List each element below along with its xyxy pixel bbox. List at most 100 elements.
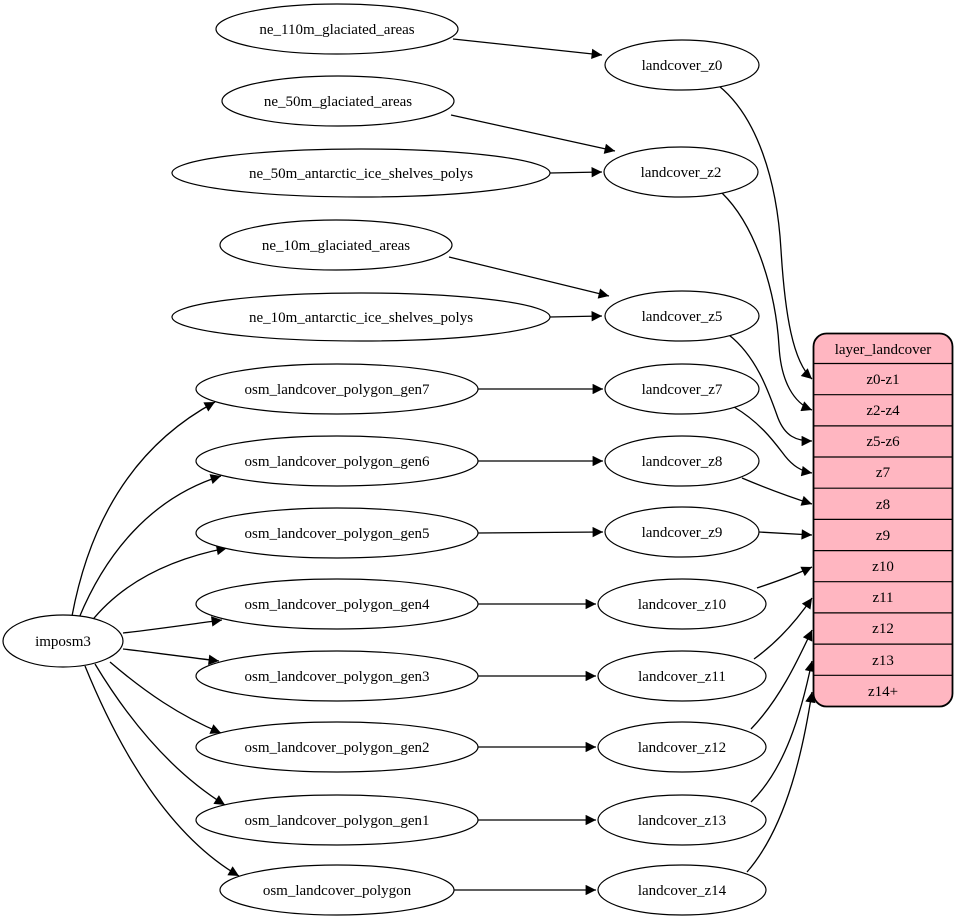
table-row-z7: z7 [876, 465, 891, 481]
node-label: landcover_z7 [642, 382, 723, 398]
node-label: ne_50m_antarctic_ice_shelves_polys [249, 166, 473, 182]
edge-landcover_z5-to-row-z5-z6 [728, 334, 813, 447]
node-ne_110m_glaciated_areas: ne_110m_glaciated_areas [215, 3, 459, 55]
edge-landcover_z0-to-row-z0-z1 [718, 85, 813, 380]
node-ellipse [215, 3, 459, 55]
node-ellipse [195, 721, 479, 773]
node-ellipse [597, 721, 767, 773]
node-ne_50m_glaciated_areas: ne_50m_glaciated_areas [221, 75, 455, 127]
edge-imposm3-to-osm_landcover_polygon_gen5 [89, 544, 228, 624]
node-label: landcover_z9 [642, 525, 723, 541]
node-label: landcover_z11 [638, 669, 726, 685]
edge-imposm3-to-osm_landcover_polygon_gen3 [122, 648, 220, 665]
node-ellipse [195, 650, 479, 702]
table-row-z8: z8 [876, 497, 890, 513]
node-landcover_z7: landcover_z7 [604, 363, 760, 415]
node-label: landcover_z10 [638, 597, 726, 613]
node-ellipse [604, 435, 760, 487]
node-landcover_z10: landcover_z10 [597, 578, 767, 630]
node-label: landcover_z5 [642, 309, 723, 325]
table-row-z12: z12 [872, 621, 894, 637]
node-ellipse [2, 614, 124, 668]
node-label: ne_10m_antarctic_ice_shelves_polys [249, 310, 473, 326]
edge-imposm3-to-osm_landcover_polygon [84, 665, 240, 877]
table-row-z2-z4: z2-z4 [866, 403, 900, 419]
node-ne_10m_glaciated_areas: ne_10m_glaciated_areas [219, 219, 453, 271]
node-landcover_z2: landcover_z2 [603, 146, 759, 198]
node-landcover_z14: landcover_z14 [597, 864, 767, 916]
node-landcover_z8: landcover_z8 [604, 435, 760, 487]
node-label: osm_landcover_polygon_gen2 [245, 740, 430, 756]
table-title: layer_landcover [835, 342, 932, 358]
edge-ne_50m_antarctic_ice_shelves_polys-to-landcover_z2 [549, 167, 603, 178]
node-label: ne_110m_glaciated_areas [259, 22, 414, 38]
node-ellipse [597, 864, 767, 916]
node-label: osm_landcover_polygon_gen5 [245, 526, 430, 542]
node-label: landcover_z2 [641, 165, 722, 181]
edge-landcover_z13-to-row-z13 [750, 660, 815, 803]
node-ellipse [219, 864, 455, 916]
edge-ne_10m_glaciated_areas-to-landcover_z5 [448, 256, 610, 299]
node-imposm3: imposm3 [2, 614, 124, 668]
node-ellipse [219, 219, 453, 271]
edge-ne_50m_glaciated_areas-to-landcover_z2 [450, 114, 616, 154]
node-label: osm_landcover_polygon_gen7 [245, 382, 430, 398]
node-ellipse [604, 290, 760, 342]
node-osm_landcover_polygon_gen6: osm_landcover_polygon_gen6 [195, 435, 479, 487]
node-label: landcover_z8 [642, 454, 723, 470]
node-osm_landcover_polygon: osm_landcover_polygon [219, 864, 455, 916]
node-ellipse [597, 794, 767, 846]
table-row-z13: z13 [872, 653, 894, 669]
node-label: osm_landcover_polygon_gen3 [245, 669, 430, 685]
node-landcover_z12: landcover_z12 [597, 721, 767, 773]
edge-landcover_z11-to-row-z11 [753, 597, 813, 660]
edge-ne_110m_glaciated_areas-to-landcover_z0 [452, 38, 603, 60]
edge-landcover_z9-to-row-z9 [758, 529, 813, 540]
node-landcover_z13: landcover_z13 [597, 794, 767, 846]
edge-osm_landcover_polygon_gen5-to-landcover_z9 [477, 526, 604, 538]
node-landcover_z0: landcover_z0 [604, 39, 760, 91]
node-label: osm_landcover_polygon_gen1 [245, 813, 430, 829]
table-row-z14plus: z14+ [868, 684, 898, 700]
node-label: osm_landcover_polygon [263, 883, 412, 899]
edge-imposm3-to-osm_landcover_polygon_gen2 [109, 661, 222, 734]
node-ellipse [604, 363, 760, 415]
table-row-z5-z6: z5-z6 [866, 434, 900, 450]
node-label: ne_50m_glaciated_areas [264, 94, 412, 110]
table-row-z10: z10 [872, 559, 894, 575]
edge-group [71, 38, 816, 896]
node-label: landcover_z13 [638, 813, 726, 829]
edge-landcover_z8-to-row-z8 [741, 477, 813, 506]
node-osm_landcover_polygon_gen7: osm_landcover_polygon_gen7 [195, 363, 479, 415]
table-row-z9: z9 [876, 528, 890, 544]
layer-landcover-table: layer_landcover z0-z1 z2-z4 z5-z6 z7 z8 … [812, 332, 954, 708]
edge-ne_10m_antarctic_ice_shelves_polys-to-landcover_z5 [549, 311, 603, 322]
node-ellipse [597, 650, 767, 702]
node-ellipse [221, 75, 455, 127]
node-ellipse [604, 39, 760, 91]
node-ellipse [195, 435, 479, 487]
node-ellipse [603, 146, 759, 198]
node-label: osm_landcover_polygon_gen4 [245, 597, 430, 613]
node-ne_10m_antarctic_ice_shelves_polys: ne_10m_antarctic_ice_shelves_polys [171, 292, 551, 342]
node-label: landcover_z0 [642, 58, 723, 74]
edge-landcover_z14-to-row-z14plus [746, 691, 816, 873]
node-label: landcover_z12 [638, 740, 726, 756]
node-ellipse [195, 794, 479, 846]
node-osm_landcover_polygon_gen3: osm_landcover_polygon_gen3 [195, 650, 479, 702]
edge-landcover_z10-to-row-z10 [756, 566, 813, 589]
edge-imposm3-to-osm_landcover_polygon_gen7 [71, 401, 216, 617]
node-landcover_z11: landcover_z11 [597, 650, 767, 702]
node-ellipse [195, 363, 479, 415]
table-row-z0-z1: z0-z1 [866, 372, 899, 388]
node-ellipse [171, 292, 551, 342]
node-ellipse [171, 148, 551, 198]
node-ellipse [597, 578, 767, 630]
node-label: osm_landcover_polygon_gen6 [245, 454, 430, 470]
edge-landcover_z2-to-row-z2-z4 [721, 192, 813, 412]
node-label: ne_10m_glaciated_areas [262, 238, 410, 254]
edge-landcover_z12-to-row-z12 [750, 629, 813, 730]
node-landcover_z9: landcover_z9 [604, 506, 760, 558]
edge-imposm3-to-osm_landcover_polygon_gen6 [78, 474, 222, 619]
